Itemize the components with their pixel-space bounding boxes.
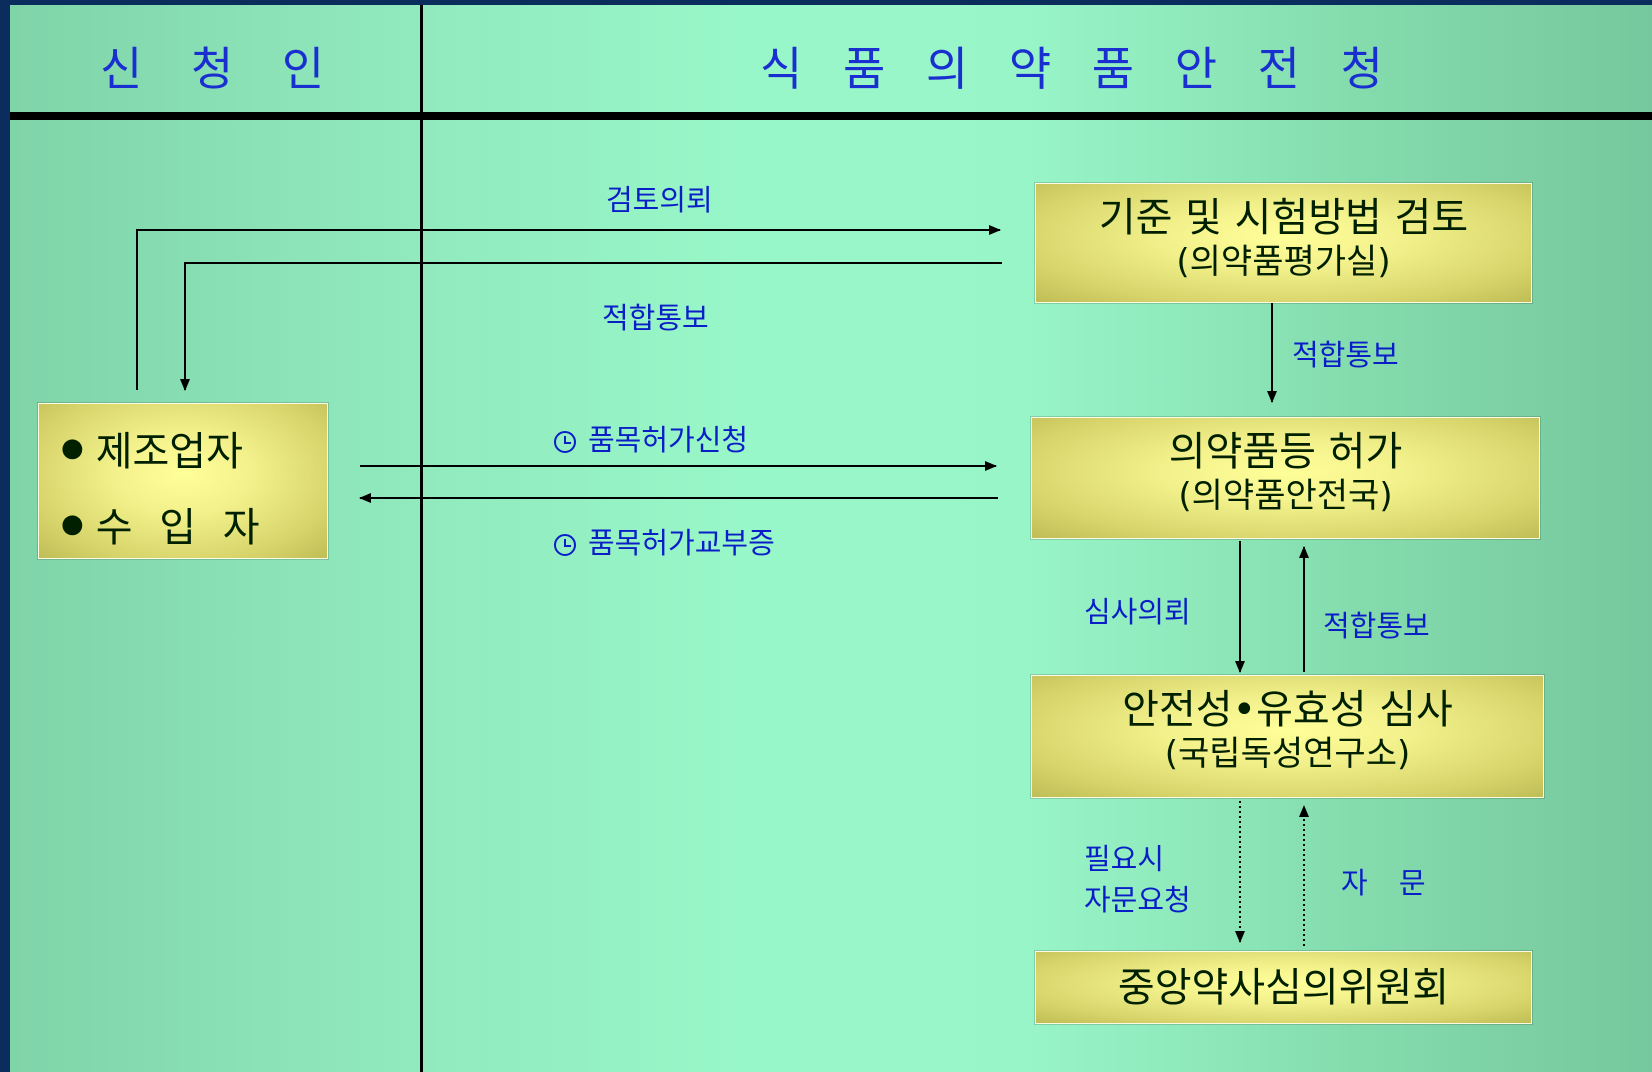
- review-request-label: 검토의뢰: [606, 183, 713, 217]
- permit-apply-label: 품목허가신청: [554, 417, 748, 459]
- advice-label: 자 문: [1341, 866, 1426, 900]
- fit-notice-right-label: 적합통보: [1292, 338, 1399, 372]
- importer-item: ● 수 입 자: [61, 492, 327, 556]
- committee-box: 중앙약사심의위원회: [1035, 951, 1532, 1024]
- review-fit-notice-label: 적합통보: [1323, 609, 1430, 643]
- fit-notice-return-arrow: [180, 262, 1002, 391]
- standards-review-box: 기준 및 시험방법 검토 (의약품평가실): [1035, 183, 1532, 303]
- flow-arrows: [136, 225, 1309, 946]
- importer-label: 수 입 자: [95, 505, 260, 551]
- diagram-panel: 신 청 인 식 품 의 약 품 안 전 청 ● 제조업자: [10, 5, 1652, 1072]
- approval-dept: (의약품안전국): [1178, 476, 1393, 516]
- safety-review-title: 안전성•유효성 심사: [1122, 687, 1453, 733]
- manufacturer-label: 제조업자: [95, 429, 243, 475]
- standards-review-title: 기준 및 시험방법 검토: [1098, 195, 1469, 241]
- manufacturer-item: ● 제조업자: [61, 416, 327, 480]
- clock-icon: [554, 534, 576, 556]
- permit-apply-text: 품목허가신청: [588, 423, 749, 457]
- applicant-header: 신 청 인: [100, 42, 325, 96]
- permit-issue-text: 품목허가교부증: [588, 526, 775, 560]
- review-request-arrow: [136, 225, 1001, 390]
- safety-review-dept: (국립독성연구소): [1164, 734, 1411, 774]
- advice-request-label-2: 자문요청: [1084, 883, 1191, 917]
- safety-review-box: 안전성•유효성 심사 (국립독성연구소): [1031, 675, 1544, 798]
- applicant-box: ● 제조업자 ● 수 입 자: [38, 403, 328, 559]
- bullet-icon: ●: [61, 433, 84, 463]
- permit-issue-label: 품목허가교부증: [554, 520, 775, 562]
- standards-review-dept: (의약품평가실): [1176, 242, 1391, 282]
- advice-request-label-1: 필요시: [1084, 842, 1165, 876]
- column-divider: [420, 5, 423, 1072]
- fit-notice-top-label: 적합통보: [602, 301, 709, 335]
- approval-box: 의약품등 허가 (의약품안전국): [1031, 417, 1540, 539]
- exam-request-label: 심사의뢰: [1084, 595, 1191, 629]
- mfds-header: 식 품 의 약 품 안 전 청: [760, 42, 1383, 96]
- committee-title: 중앙약사심의위원회: [1117, 965, 1450, 1011]
- approval-title: 의약품등 허가: [1168, 429, 1403, 475]
- clock-icon: [554, 431, 576, 453]
- bullet-icon: ●: [61, 509, 84, 539]
- header-divider: [10, 112, 1652, 120]
